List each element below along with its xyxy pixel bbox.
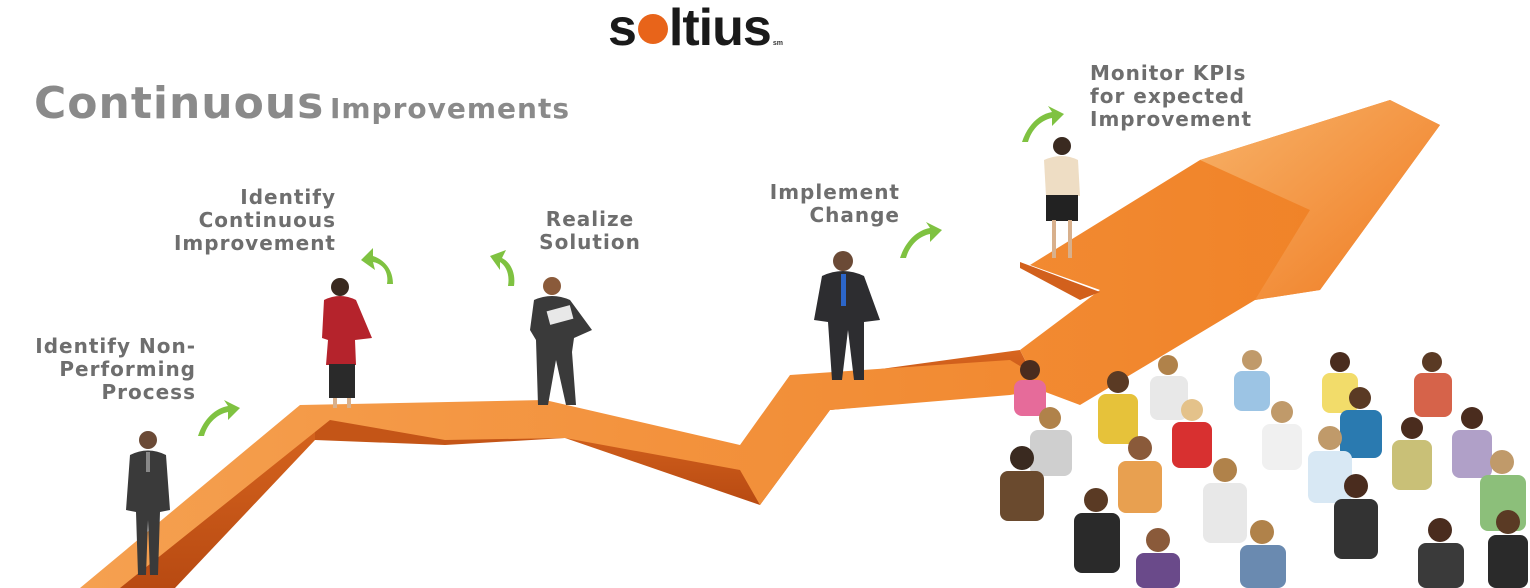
step-line: for expected	[1090, 84, 1245, 108]
step-line: Identify	[240, 185, 336, 209]
green-arrow-icon	[900, 222, 942, 258]
step-label-3: Realize Solution	[520, 208, 660, 254]
person-figure-2	[322, 278, 372, 408]
green-arrow-icon	[1022, 106, 1064, 142]
page-title: Continuous Improvements	[34, 78, 570, 129]
step-line: Improvement	[1090, 107, 1253, 131]
green-arrow-icon	[361, 248, 393, 284]
step-label-5: Monitor KPIs for expected Improvement	[1090, 62, 1320, 131]
title-big: Continuous	[34, 78, 325, 129]
crowd-of-people	[1000, 350, 1528, 588]
step-line: Monitor KPIs	[1090, 61, 1247, 85]
step-line: Performing	[59, 357, 196, 381]
step-line: Continuous	[198, 208, 336, 232]
step-line: Implement	[769, 180, 900, 204]
step-label-1: Identify Non- Performing Process	[0, 335, 196, 404]
title-small: Improvements	[329, 92, 571, 125]
step-line: Change	[809, 203, 900, 227]
logo-text-end: ltius	[668, 0, 772, 57]
person-figure-1	[126, 431, 170, 575]
green-arrow-icon	[490, 250, 515, 286]
step-line: Improvement	[173, 231, 336, 255]
step-line: Solution	[539, 230, 641, 254]
arrow-head-shadow	[1020, 262, 1100, 300]
person-figure-4	[814, 251, 880, 380]
person-figure-3	[530, 277, 592, 405]
arrow-top-face	[80, 100, 1440, 588]
step-label-4: Implement Change	[720, 181, 900, 227]
logo-o-circle	[637, 14, 668, 44]
step-label-2: Identify Continuous Improvement	[120, 186, 336, 255]
step-line: Realize	[545, 207, 635, 231]
arrow-head	[1200, 100, 1440, 300]
logo-text-start: s	[608, 0, 637, 57]
person-figure-5	[1044, 137, 1080, 258]
green-arrow-icon	[198, 400, 240, 436]
logo-trademark: sm	[772, 40, 783, 47]
step-line: Process	[101, 380, 196, 404]
step-line: Identify Non-	[35, 334, 196, 358]
